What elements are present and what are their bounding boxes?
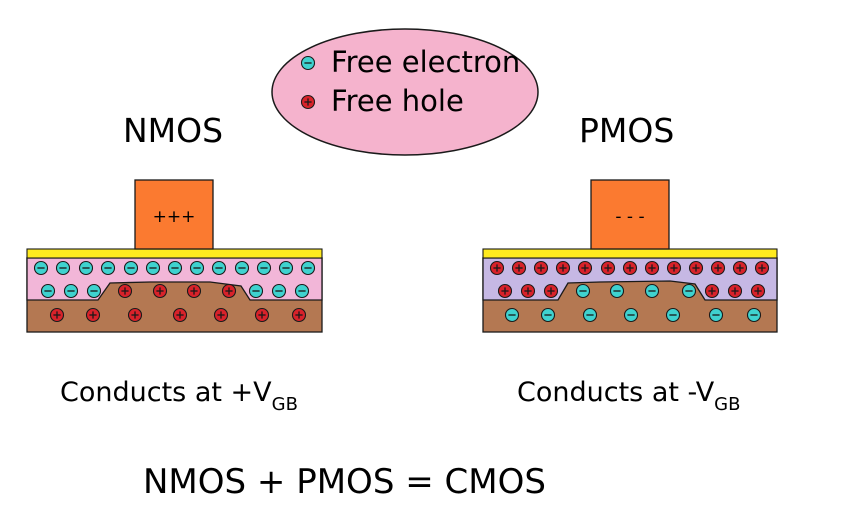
hole-icon (543, 283, 559, 299)
nmos-gate-charge: +++ (153, 207, 196, 227)
electron-icon (145, 260, 161, 276)
electron-icon (271, 283, 287, 299)
hole-icon (704, 283, 720, 299)
pmos-gate-oxide (482, 248, 778, 259)
pmos-gate-charge: - - - (615, 207, 644, 227)
nmos-title: NMOS (123, 111, 223, 150)
electron-icon (33, 260, 49, 276)
electron-legend-icon (300, 55, 316, 71)
nmos-caption-subscript: GB (272, 394, 298, 415)
hole-icon (49, 307, 65, 323)
hole-icon (644, 260, 660, 276)
nmos-caption-text: Conducts at +V (60, 377, 272, 408)
hole-icon (172, 307, 188, 323)
pmos-title: PMOS (579, 111, 674, 150)
electron-icon (575, 283, 591, 299)
legend: Free electron Free hole (271, 28, 539, 156)
hole-icon (489, 260, 505, 276)
legend-electron-label: Free electron (331, 45, 520, 79)
hole-icon (152, 283, 168, 299)
electron-icon (256, 260, 272, 276)
pmos-caption-text: Conducts at -V (517, 377, 715, 408)
electron-icon (248, 283, 264, 299)
hole-icon (511, 260, 527, 276)
pmos-caption: Conducts at -VGB (517, 377, 740, 415)
pmos-gate (590, 179, 670, 250)
hole-icon (127, 307, 143, 323)
hole-icon (710, 260, 726, 276)
electron-icon (582, 307, 598, 323)
nmos-gate (134, 179, 214, 250)
cmos-equation: NMOS + PMOS = CMOS (143, 462, 546, 502)
electron-icon (278, 260, 294, 276)
hole-icon (577, 260, 593, 276)
hole-icon (750, 283, 766, 299)
electron-icon (211, 260, 227, 276)
nmos-transistor: +++ (26, 179, 323, 333)
electron-icon (540, 307, 556, 323)
hole-icon (186, 283, 202, 299)
electron-icon (708, 307, 724, 323)
hole-icon (533, 260, 549, 276)
hole-icon (291, 307, 307, 323)
electron-icon (167, 260, 183, 276)
electron-icon (55, 260, 71, 276)
hole-icon (497, 283, 513, 299)
legend-ellipse (271, 28, 539, 156)
electron-icon (40, 283, 56, 299)
electron-icon (100, 260, 116, 276)
hole-icon (213, 307, 229, 323)
electron-icon (681, 283, 697, 299)
hole-icon (754, 260, 770, 276)
electron-icon (623, 307, 639, 323)
hole-icon (555, 260, 571, 276)
legend-hole-label: Free hole (331, 84, 464, 118)
hole-icon (727, 283, 743, 299)
electron-icon (123, 260, 139, 276)
electron-icon (294, 283, 310, 299)
hole-icon (666, 260, 682, 276)
electron-icon (63, 283, 79, 299)
pmos-transistor: - - - (482, 179, 778, 333)
electron-icon (86, 283, 102, 299)
electron-icon (78, 260, 94, 276)
hole-icon (600, 260, 616, 276)
electron-icon (665, 307, 681, 323)
electron-icon (746, 307, 762, 323)
nmos-gate-oxide (26, 248, 323, 259)
hole-icon (85, 307, 101, 323)
electron-icon (300, 260, 316, 276)
hole-icon (117, 283, 133, 299)
hole-icon (221, 283, 237, 299)
electron-icon (609, 283, 625, 299)
hole-icon (732, 260, 748, 276)
hole-icon (520, 283, 536, 299)
electron-icon (504, 307, 520, 323)
electron-icon (189, 260, 205, 276)
pmos-caption-subscript: GB (714, 394, 740, 415)
electron-icon (644, 283, 660, 299)
hole-icon (622, 260, 638, 276)
hole-legend-icon (300, 94, 316, 110)
hole-icon (688, 260, 704, 276)
hole-icon (254, 307, 270, 323)
nmos-caption: Conducts at +VGB (60, 377, 298, 415)
electron-icon (234, 260, 250, 276)
